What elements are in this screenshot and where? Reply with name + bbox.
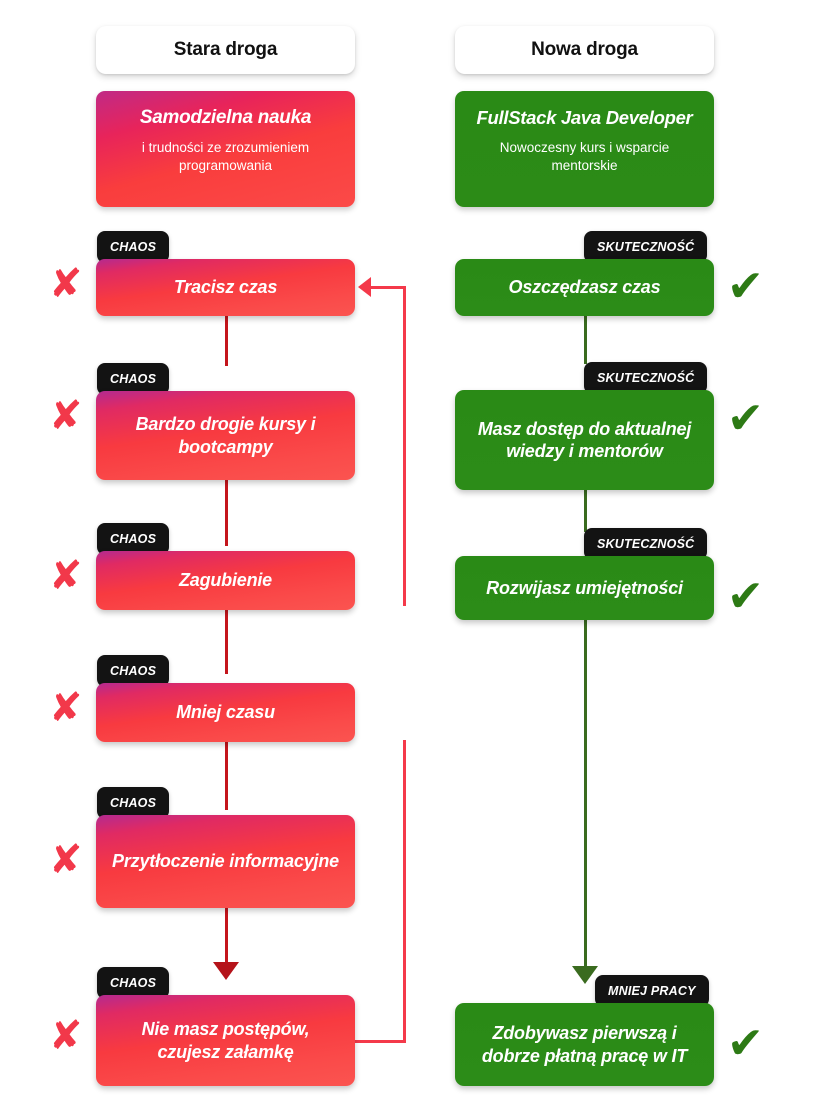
arrowhead-left-bottom: [213, 962, 239, 980]
tag-skutecznosc-1-label: SKUTECZNOŚĆ: [597, 240, 695, 254]
tag-chaos-6-label: CHAOS: [110, 976, 157, 990]
connector-right-3: [584, 620, 587, 968]
tag-mniej-pracy: MNIEJ PRACY: [595, 975, 709, 1007]
cross-icon-left-2: ✘: [49, 393, 83, 439]
tag-skutecznosc-3: SKUTECZNOŚĆ: [584, 528, 708, 560]
step-box-right-4-text: Zdobywasz pierwszą i dobrze płatną pracę…: [481, 1023, 688, 1066]
feedback-loop-upper-vertical: [403, 286, 406, 606]
step-box-left-2: Bardzo drogie kursy i bootcampy: [96, 391, 355, 480]
connector-left-6: [225, 908, 228, 964]
step-box-right-4: Zdobywasz pierwszą i dobrze płatną pracę…: [455, 1003, 714, 1086]
tag-chaos-1-label: CHAOS: [110, 240, 157, 254]
intro-card-new-way: FullStack Java Developer Nowoczesny kurs…: [455, 91, 714, 207]
column-header-old-way-label: Stara droga: [173, 39, 278, 60]
tag-skutecznosc-3-label: SKUTECZNOŚĆ: [597, 537, 695, 551]
feedback-loop-lower-horizontal: [355, 1040, 406, 1043]
column-header-old-way: Stara droga: [96, 26, 355, 74]
step-box-left-4-text: Mniej czasu: [176, 702, 275, 723]
step-box-left-5: Przytłoczenie informacyjne: [96, 815, 355, 908]
connector-left-1: [225, 316, 228, 366]
cross-icon-left-3: ✘: [49, 553, 83, 599]
connector-left-4: [225, 610, 228, 674]
step-box-right-2: Masz dostęp do aktualnej wiedzy i mentor…: [455, 390, 714, 490]
intro-card-old-way-subtitle: i trudności ze zrozumieniem programowani…: [141, 140, 310, 174]
step-box-left-4: Mniej czasu: [96, 683, 355, 742]
tag-skutecznosc-2-label: SKUTECZNOŚĆ: [597, 371, 695, 385]
connector-right-1: [584, 316, 587, 364]
column-header-new-way-label: Nowa droga: [531, 39, 638, 60]
feedback-loop-upper-horizontal: [370, 286, 406, 289]
check-icon-right-4: ✔: [727, 1018, 764, 1069]
tag-skutecznosc-2: SKUTECZNOŚĆ: [584, 362, 708, 394]
tag-mniej-pracy-label: MNIEJ PRACY: [608, 984, 696, 998]
step-box-right-2-text: Masz dostęp do aktualnej wiedzy i mentor…: [477, 418, 692, 462]
step-box-left-6: Nie masz postępów, czujesz załamkę: [96, 995, 355, 1086]
tag-chaos-4-label: CHAOS: [110, 664, 157, 678]
intro-card-new-way-title: FullStack Java Developer: [476, 107, 693, 128]
step-box-left-2-text: Bardzo drogie kursy i bootcampy: [135, 414, 316, 457]
tag-chaos-4: CHAOS: [97, 655, 170, 687]
connector-right-2: [584, 490, 587, 532]
tag-chaos-5-label: CHAOS: [110, 796, 157, 810]
step-box-left-5-text: Przytłoczenie informacyjne: [112, 851, 339, 872]
tag-chaos-2: CHAOS: [97, 363, 170, 395]
cross-icon-left-5: ✘: [49, 837, 83, 883]
feedback-loop-arrowhead: [358, 277, 371, 297]
tag-chaos-3-label: CHAOS: [110, 532, 157, 546]
cross-icon-left-1: ✘: [49, 261, 83, 307]
step-box-right-1: Oszczędzasz czas: [455, 259, 714, 316]
step-box-right-3-text: Rozwijasz umiejętności: [486, 577, 683, 598]
step-box-left-3: Zagubienie: [96, 551, 355, 610]
column-header-new-way: Nowa droga: [455, 26, 714, 74]
tag-chaos-3: CHAOS: [97, 523, 170, 555]
intro-card-new-way-subtitle: Nowoczesny kurs i wsparcie mentorskie: [499, 140, 670, 174]
tag-skutecznosc-1: SKUTECZNOŚĆ: [584, 231, 708, 263]
tag-chaos-5: CHAOS: [97, 787, 170, 819]
cross-icon-left-4: ✘: [49, 685, 83, 731]
step-box-left-1-text: Tracisz czas: [173, 277, 278, 298]
step-box-left-6-text: Nie masz postępów, czujesz załamkę: [141, 1019, 310, 1062]
arrowhead-right-bottom: [572, 966, 598, 984]
tag-chaos-2-label: CHAOS: [110, 372, 157, 386]
step-box-left-3-text: Zagubienie: [178, 570, 272, 591]
tag-chaos-6: CHAOS: [97, 967, 170, 999]
feedback-loop-lower-vertical: [403, 740, 406, 1043]
intro-card-old-way: Samodzielna nauka i trudności ze zrozumi…: [96, 91, 355, 207]
check-icon-right-2: ✔: [727, 393, 764, 444]
connector-left-2: [225, 480, 228, 546]
check-icon-right-3: ✔: [727, 571, 764, 622]
cross-icon-left-6: ✘: [49, 1013, 83, 1059]
connector-left-5: [225, 742, 228, 810]
check-icon-right-1: ✔: [727, 261, 764, 312]
step-box-right-1-text: Oszczędzasz czas: [508, 277, 661, 298]
tag-chaos-1: CHAOS: [97, 231, 170, 263]
step-box-left-1: Tracisz czas: [96, 259, 355, 316]
intro-card-old-way-title: Samodzielna nauka: [139, 107, 312, 128]
step-box-right-3: Rozwijasz umiejętności: [455, 556, 714, 620]
